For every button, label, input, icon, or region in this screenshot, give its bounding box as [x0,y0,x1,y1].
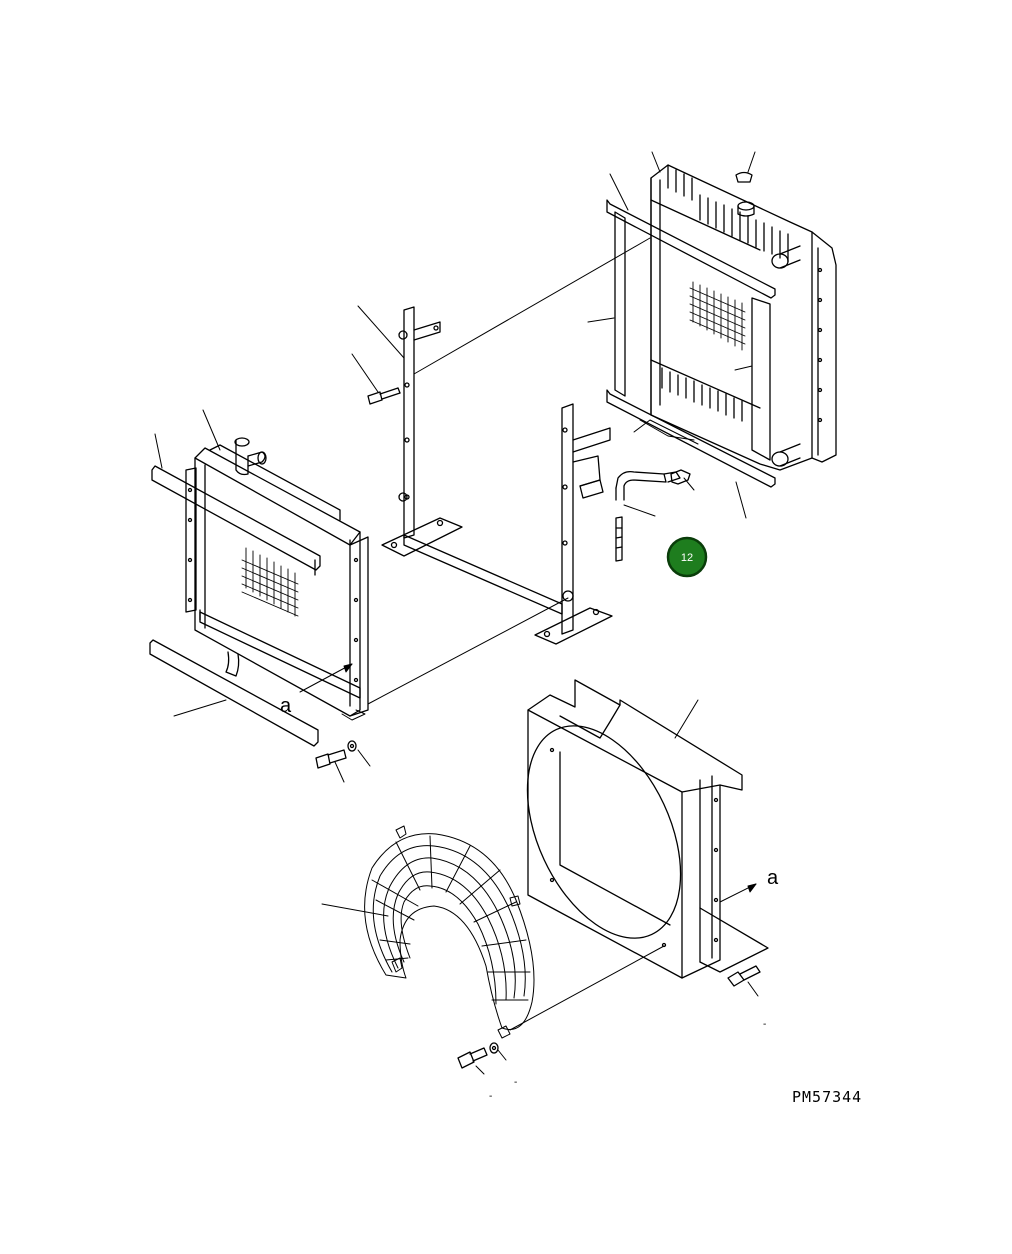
radiator-right [650,164,837,471]
radiator-right-seals [606,199,776,488]
drawing-number: PM57344 [792,1088,863,1106]
bolt-stand [367,387,401,405]
bolt-left [315,740,357,769]
bolt-shroud [727,965,761,987]
mark-dash-2: - [514,1077,517,1088]
view-label-a-right: a [767,867,779,889]
view-label-a-left: a [280,695,292,717]
bolt-fan-guard [457,1042,499,1069]
oil-cooler-seals [149,465,321,747]
drain-pipe [615,469,691,562]
hotspot-label: 12 [681,552,693,564]
radiator-right-grille [689,281,746,351]
oil-cooler-grille [241,547,299,617]
fan-guard [364,825,535,1039]
fan-shroud [526,679,769,979]
part-hotspot-12[interactable]: 12 [666,536,708,578]
mark-dash-1: - [763,1019,766,1030]
leader-lines [154,151,759,1075]
mark-dash-3: - [489,1091,492,1102]
oil-cooler-left [185,437,369,717]
support-stand [381,306,613,645]
